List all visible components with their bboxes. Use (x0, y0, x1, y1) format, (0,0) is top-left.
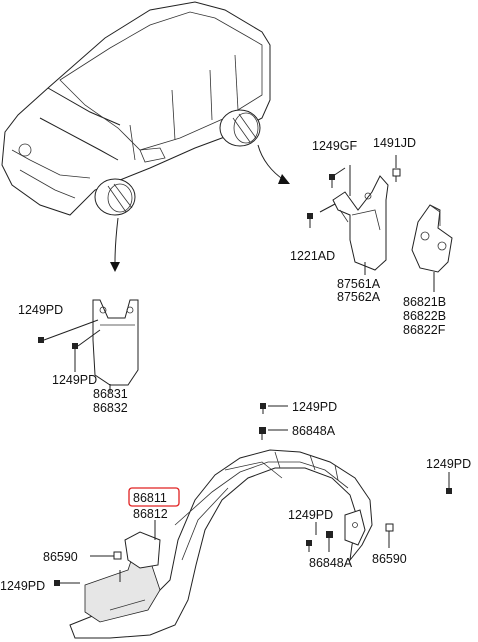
label-1249pd-liner-top[interactable]: 1249PD (292, 400, 337, 414)
highlight-box-86811 (128, 487, 180, 507)
label-86822f[interactable]: 86822F (403, 323, 446, 337)
clip-86590-right (385, 523, 394, 548)
screw-1249pd-liner-mid (306, 522, 317, 552)
liner-fasteners (54, 403, 452, 586)
label-86812[interactable]: 86812 (133, 507, 168, 521)
rear-wheel-callout (219, 109, 261, 147)
label-1249pd-rearflap-top[interactable]: 1249PD (18, 303, 63, 317)
arrow-down-icon (110, 262, 120, 272)
callout-arrows (110, 144, 290, 272)
screw-1249pd-right (446, 472, 452, 494)
label-86590-right[interactable]: 86590 (372, 552, 407, 566)
screw-1491jd (392, 168, 401, 182)
mud-flap-86831 (38, 299, 139, 392)
label-86848a-bottom[interactable]: 86848A (309, 556, 353, 570)
clip-86590-left (90, 551, 122, 560)
screw-1249pd-b (72, 329, 101, 372)
label-87562a[interactable]: 87562A (337, 290, 381, 304)
label-86832[interactable]: 86832 (93, 401, 128, 415)
screw-1249pd-a (38, 319, 99, 343)
label-1249gf[interactable]: 1249GF (312, 139, 358, 153)
screw-1249pd-left (54, 570, 121, 586)
label-86590-left[interactable]: 86590 (43, 550, 78, 564)
label-87561a[interactable]: 87561A (337, 277, 381, 291)
front-wheel-callout (94, 178, 136, 216)
label-86821b[interactable]: 86821B (403, 295, 446, 309)
clip-86848a-bottom (326, 531, 333, 552)
label-86811[interactable]: 86811 (133, 491, 167, 505)
label-86822b[interactable]: 86822B (403, 309, 446, 323)
label-1221ad[interactable]: 1221AD (290, 249, 335, 263)
label-86831[interactable]: 86831 (93, 387, 128, 401)
wheel-liner-86811 (69, 449, 373, 639)
bracket-86821b (411, 204, 453, 292)
clip-86848a-top (259, 427, 288, 440)
label-1249pd-right[interactable]: 1249PD (426, 457, 471, 471)
mud-flap-87561a (307, 155, 401, 275)
label-86848a-top[interactable]: 86848A (292, 424, 336, 438)
screw-1221ad (307, 213, 313, 228)
label-1491jd[interactable]: 1491JD (373, 136, 416, 150)
label-1249pd-left[interactable]: 1249PD (0, 579, 45, 593)
screw-1249gf (329, 174, 335, 188)
arrow-right-icon (278, 174, 290, 184)
label-1249pd-liner-mid[interactable]: 1249PD (288, 508, 333, 522)
screw-1249pd-liner-top (260, 403, 288, 414)
van-illustration (1, 1, 271, 216)
label-1249pd-rearflap-bottom[interactable]: 1249PD (52, 373, 97, 387)
part-labels: 1249GF 1491JD 1221AD 87561A 87562A 86821… (0, 136, 471, 593)
